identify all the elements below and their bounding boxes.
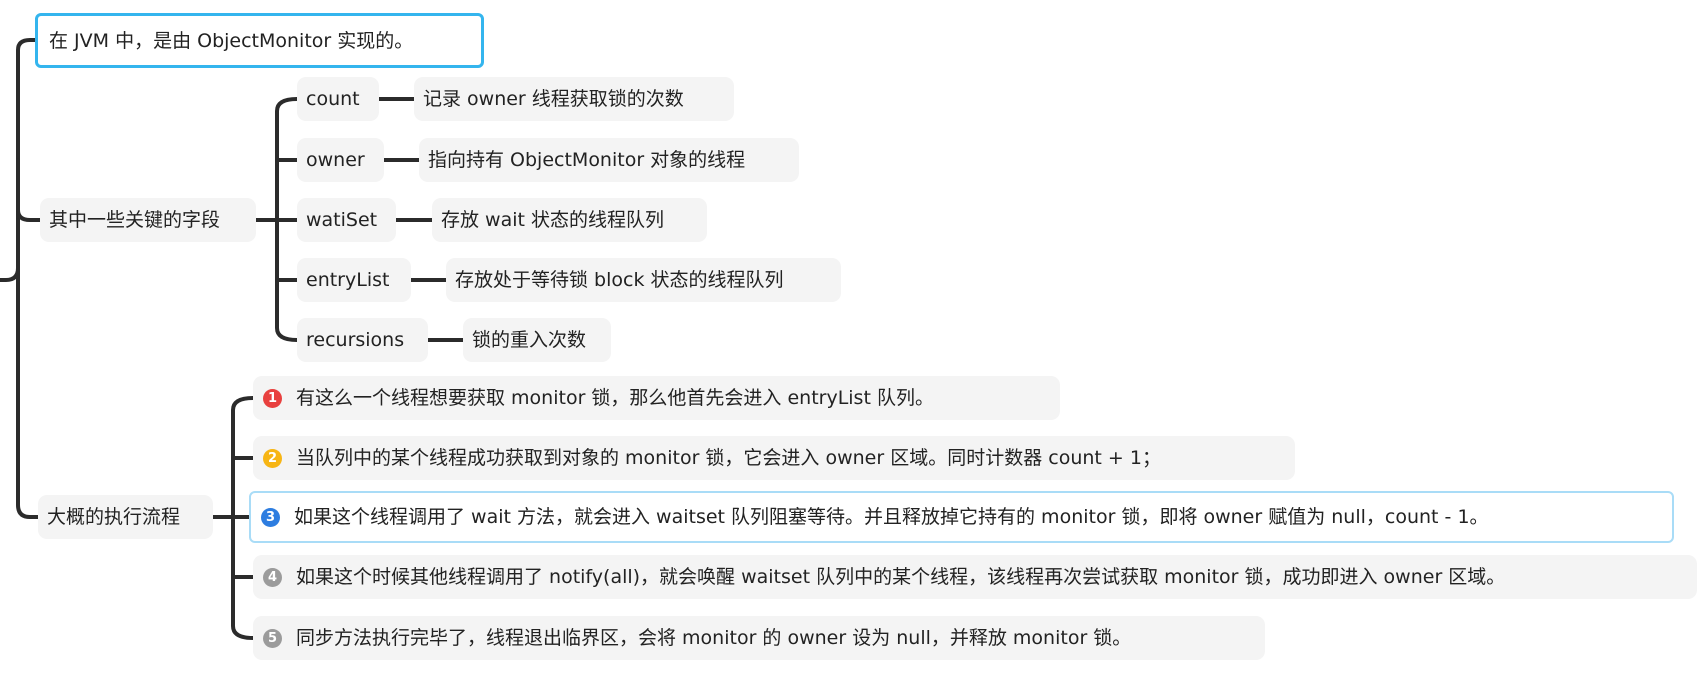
step-number-badge-grey: 4 xyxy=(263,567,282,587)
intro-topic-text: 在 JVM 中，是由 ObjectMonitor 实现的。 xyxy=(49,29,414,52)
fields-topic-text: 其中一些关键的字段 xyxy=(49,209,221,231)
flow-step-1[interactable]: 1 有这么一个线程想要获取 monitor 锁，那么他首先会进入 entryLi… xyxy=(253,376,1060,420)
field-recursions[interactable]: recursions xyxy=(297,318,428,362)
field-desc-watiset[interactable]: 存放 wait 状态的线程队列 xyxy=(432,198,707,242)
step-number-badge-blue: 3 xyxy=(261,507,280,527)
field-name: count xyxy=(306,88,360,110)
field-desc-entrylist[interactable]: 存放处于等待锁 block 状态的线程队列 xyxy=(446,258,841,302)
step-number-badge-grey: 5 xyxy=(263,628,282,648)
flow-step-3[interactable]: 3 如果这个线程调用了 wait 方法，就会进入 waitset 队列阻塞等待。… xyxy=(249,491,1674,543)
flow-step-5[interactable]: 5 同步方法执行完毕了，线程退出临界区，会将 monitor 的 owner 设… xyxy=(253,616,1265,660)
field-desc-owner[interactable]: 指向持有 ObjectMonitor 对象的线程 xyxy=(419,138,799,182)
field-desc-text: 存放 wait 状态的线程队列 xyxy=(441,209,664,231)
field-name: owner xyxy=(306,149,365,171)
flow-topic-text: 大概的执行流程 xyxy=(47,506,181,528)
flow-step-text: 有这么一个线程想要获取 monitor 锁，那么他首先会进入 entryList… xyxy=(296,387,934,409)
flow-step-4[interactable]: 4 如果这个时候其他线程调用了 notify(all)，就会唤醒 waitset… xyxy=(253,555,1697,599)
field-name: recursions xyxy=(306,329,405,351)
fields-topic[interactable]: 其中一些关键的字段 xyxy=(40,198,256,242)
step-number-badge-yellow: 2 xyxy=(263,448,282,468)
flow-step-text: 如果这个时候其他线程调用了 notify(all)，就会唤醒 waitset 队… xyxy=(296,566,1506,588)
step-number-badge-red: 1 xyxy=(263,388,282,408)
field-desc-text: 存放处于等待锁 block 状态的线程队列 xyxy=(455,269,784,291)
root-branch-fields xyxy=(16,158,42,222)
field-name: entryList xyxy=(306,269,390,291)
field-desc-text: 指向持有 ObjectMonitor 对象的线程 xyxy=(428,149,746,171)
field-desc-count[interactable]: 记录 owner 线程获取锁的次数 xyxy=(414,77,734,121)
field-count[interactable]: count xyxy=(297,77,379,121)
flow-topic[interactable]: 大概的执行流程 xyxy=(38,495,213,539)
field-desc-recursions[interactable]: 锁的重入次数 xyxy=(463,318,611,362)
intro-topic[interactable]: 在 JVM 中，是由 ObjectMonitor 实现的。 xyxy=(35,13,484,68)
field-desc-text: 锁的重入次数 xyxy=(472,329,587,351)
field-desc-text: 记录 owner 线程获取锁的次数 xyxy=(423,88,684,110)
field-watiset[interactable]: watiSet xyxy=(297,198,396,242)
field-name: watiSet xyxy=(306,209,378,231)
field-entrylist[interactable]: entryList xyxy=(297,258,411,302)
flow-step-2[interactable]: 2 当队列中的某个线程成功获取到对象的 monitor 锁，它会进入 owner… xyxy=(253,436,1295,480)
flow-step-text: 同步方法执行完毕了，线程退出临界区，会将 monitor 的 owner 设为 … xyxy=(296,627,1132,649)
flow-step-text: 当队列中的某个线程成功获取到对象的 monitor 锁，它会进入 owner 区… xyxy=(296,447,1161,469)
field-owner[interactable]: owner xyxy=(297,138,384,182)
root-branch-flow xyxy=(16,218,40,519)
flow-step-text: 如果这个线程调用了 wait 方法，就会进入 waitset 队列阻塞等待。并且… xyxy=(294,506,1489,528)
